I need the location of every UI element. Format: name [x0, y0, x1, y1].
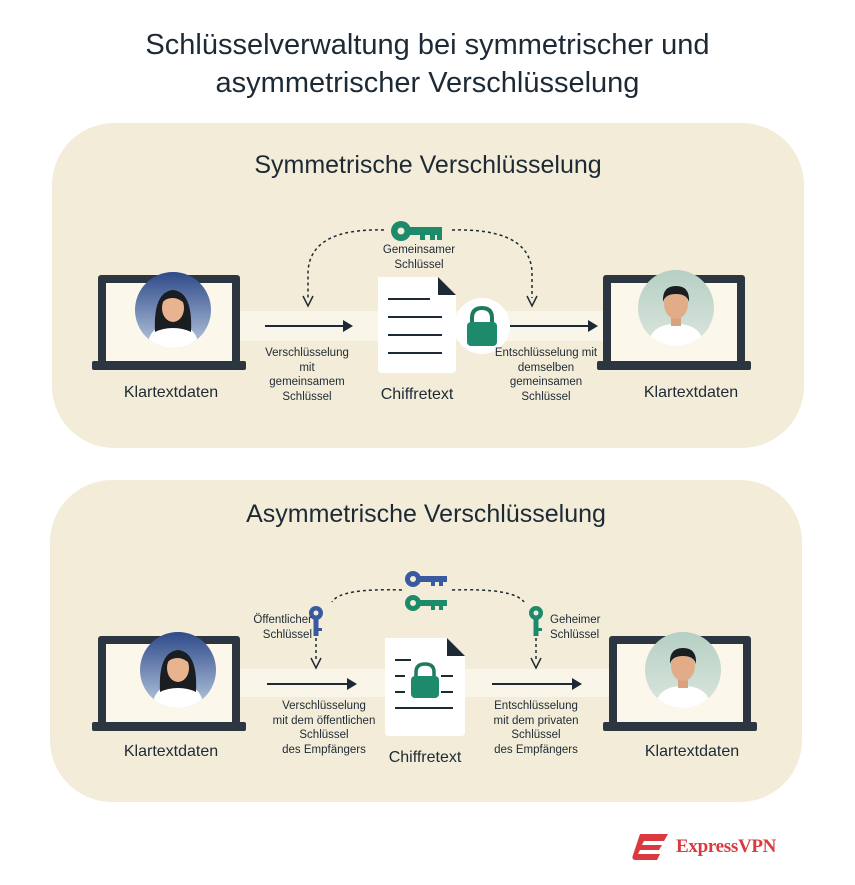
asym-sender-label: Klartextdaten — [123, 743, 219, 760]
asymmetric-panel-title: Asymmetrische Verschlüsselung — [246, 500, 606, 528]
asym-private-key-label: Geheimer Schlüssel — [550, 614, 601, 641]
sym-sender-label: Klartextdaten — [123, 384, 219, 401]
asym-receiver-label: Klartextdaten — [644, 743, 740, 760]
sym-encrypt-arrow — [265, 320, 353, 332]
asym-sender-avatar — [140, 632, 216, 708]
sym-decrypt-label: Entschlüsselung mit demselben gemeinsame… — [494, 347, 598, 403]
sym-padlock-icon — [454, 298, 510, 354]
asym-public-key-label: Öffentlicher Schlüssel — [253, 614, 312, 641]
asym-encrypt-arrow — [267, 678, 357, 690]
brand-name: ExpressVPN — [676, 836, 777, 857]
asym-public-key-icon — [405, 571, 447, 587]
symmetric-panel-title: Symmetrische Verschlüsselung — [254, 151, 602, 179]
asym-encrypt-label: Verschlüsselung mit dem öffentlichen Sch… — [272, 700, 376, 756]
title-line-1: Schlüsselverwaltung bei symmetrischer un… — [145, 29, 710, 61]
sym-ciphertext-label: Chiffretext — [380, 386, 454, 403]
page-title: Schlüsselverwaltung bei symmetrischer un… — [0, 26, 855, 102]
sym-receiver-label: Klartextdaten — [643, 384, 739, 401]
asym-right-dotted-connector — [451, 589, 542, 670]
sym-shared-key-label: Gemeinsamer Schlüssel — [382, 244, 456, 271]
asym-private-key-icon — [405, 595, 447, 611]
asym-decrypt-arrow — [492, 678, 582, 690]
asym-ciphertext-document-icon — [385, 638, 465, 736]
asym-decrypt-label: Entschlüsselung mit dem privaten Schlüss… — [493, 700, 579, 756]
asym-public-key-vertical-icon — [309, 606, 323, 636]
title-line-2: asymmetrischer Verschlüsselung — [215, 67, 640, 99]
sym-sender-avatar — [135, 272, 211, 348]
sym-ciphertext-document-icon — [378, 277, 456, 373]
expressvpn-logo-icon — [632, 834, 668, 860]
asym-ciphertext-label: Chiffretext — [388, 749, 462, 766]
sym-shared-key-icon — [391, 221, 442, 241]
sym-receiver-avatar — [638, 270, 714, 346]
asym-left-dotted-connector — [310, 589, 403, 670]
sym-decrypt-arrow — [508, 320, 598, 332]
sym-encrypt-label: Verschlüsselung mit gemeinsamem Schlüsse… — [265, 347, 349, 403]
asym-private-key-vertical-icon — [529, 606, 543, 636]
sym-key-left-dotted-curve — [302, 229, 385, 308]
asym-receiver-avatar — [645, 632, 721, 708]
sym-key-right-dotted-curve — [451, 229, 538, 308]
